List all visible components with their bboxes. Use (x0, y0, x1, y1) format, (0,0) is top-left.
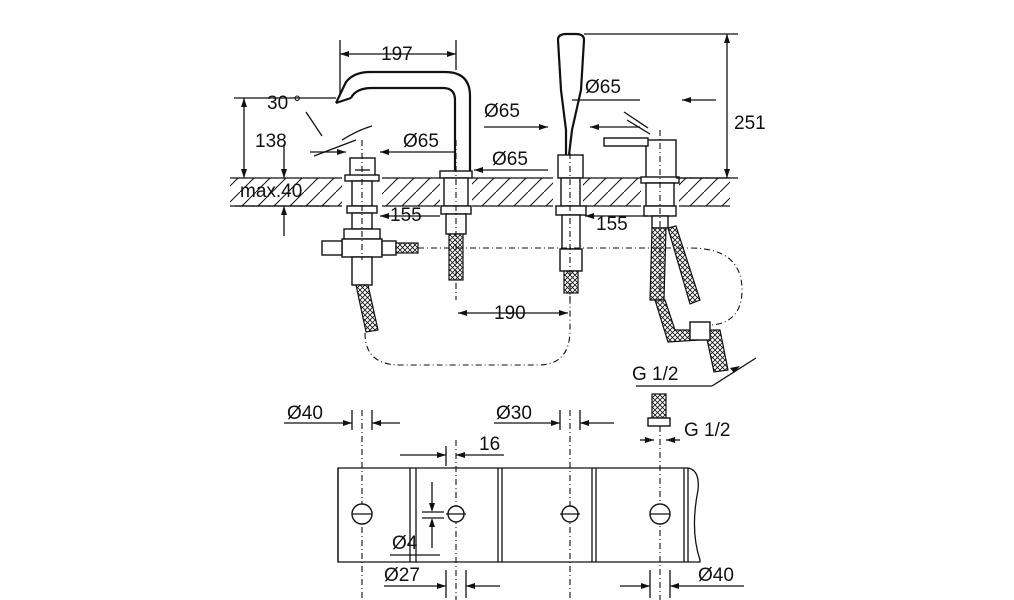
dim-dia-handle: Ø65 (403, 131, 439, 152)
dim-cutout-dia-small: Ø4 (392, 533, 418, 554)
dimension-lines-upper (234, 33, 757, 387)
dim-spout-height: 138 (255, 131, 287, 152)
dim-thread-bottom: G 1/2 (684, 420, 731, 441)
dim-dia-handle-right: Ø65 (585, 77, 621, 98)
dim-spout-angle: 30 ° (267, 93, 302, 114)
inlet-fitting (640, 393, 680, 443)
dim-cutout-dia-middle: Ø30 (496, 403, 532, 424)
dim-spacing-right: 155 (596, 214, 628, 235)
dim-deck-max: max.40 (240, 181, 303, 202)
dimension-lines-lower (284, 410, 744, 598)
dim-spacing-left: 155 (390, 205, 422, 226)
dim-cutout-dia-left: Ø40 (287, 403, 323, 424)
dim-total-height: 251 (734, 113, 766, 134)
diverter-handle (603, 111, 729, 373)
dim-dia-shower-base: Ø65 (492, 149, 528, 170)
dim-cutout-dia-27: Ø27 (384, 565, 420, 586)
dim-thread-top: G 1/2 (632, 364, 679, 385)
dim-spacing-middle: 190 (494, 303, 526, 324)
dim-cutout-slot: 16 (479, 434, 501, 455)
dim-dia-spout-base: Ø65 (484, 101, 520, 122)
cutout-plate (337, 467, 701, 563)
dim-spout-reach: 197 (381, 44, 413, 65)
hand-shower (555, 32, 587, 294)
dim-cutout-dia-right: Ø40 (698, 565, 734, 586)
